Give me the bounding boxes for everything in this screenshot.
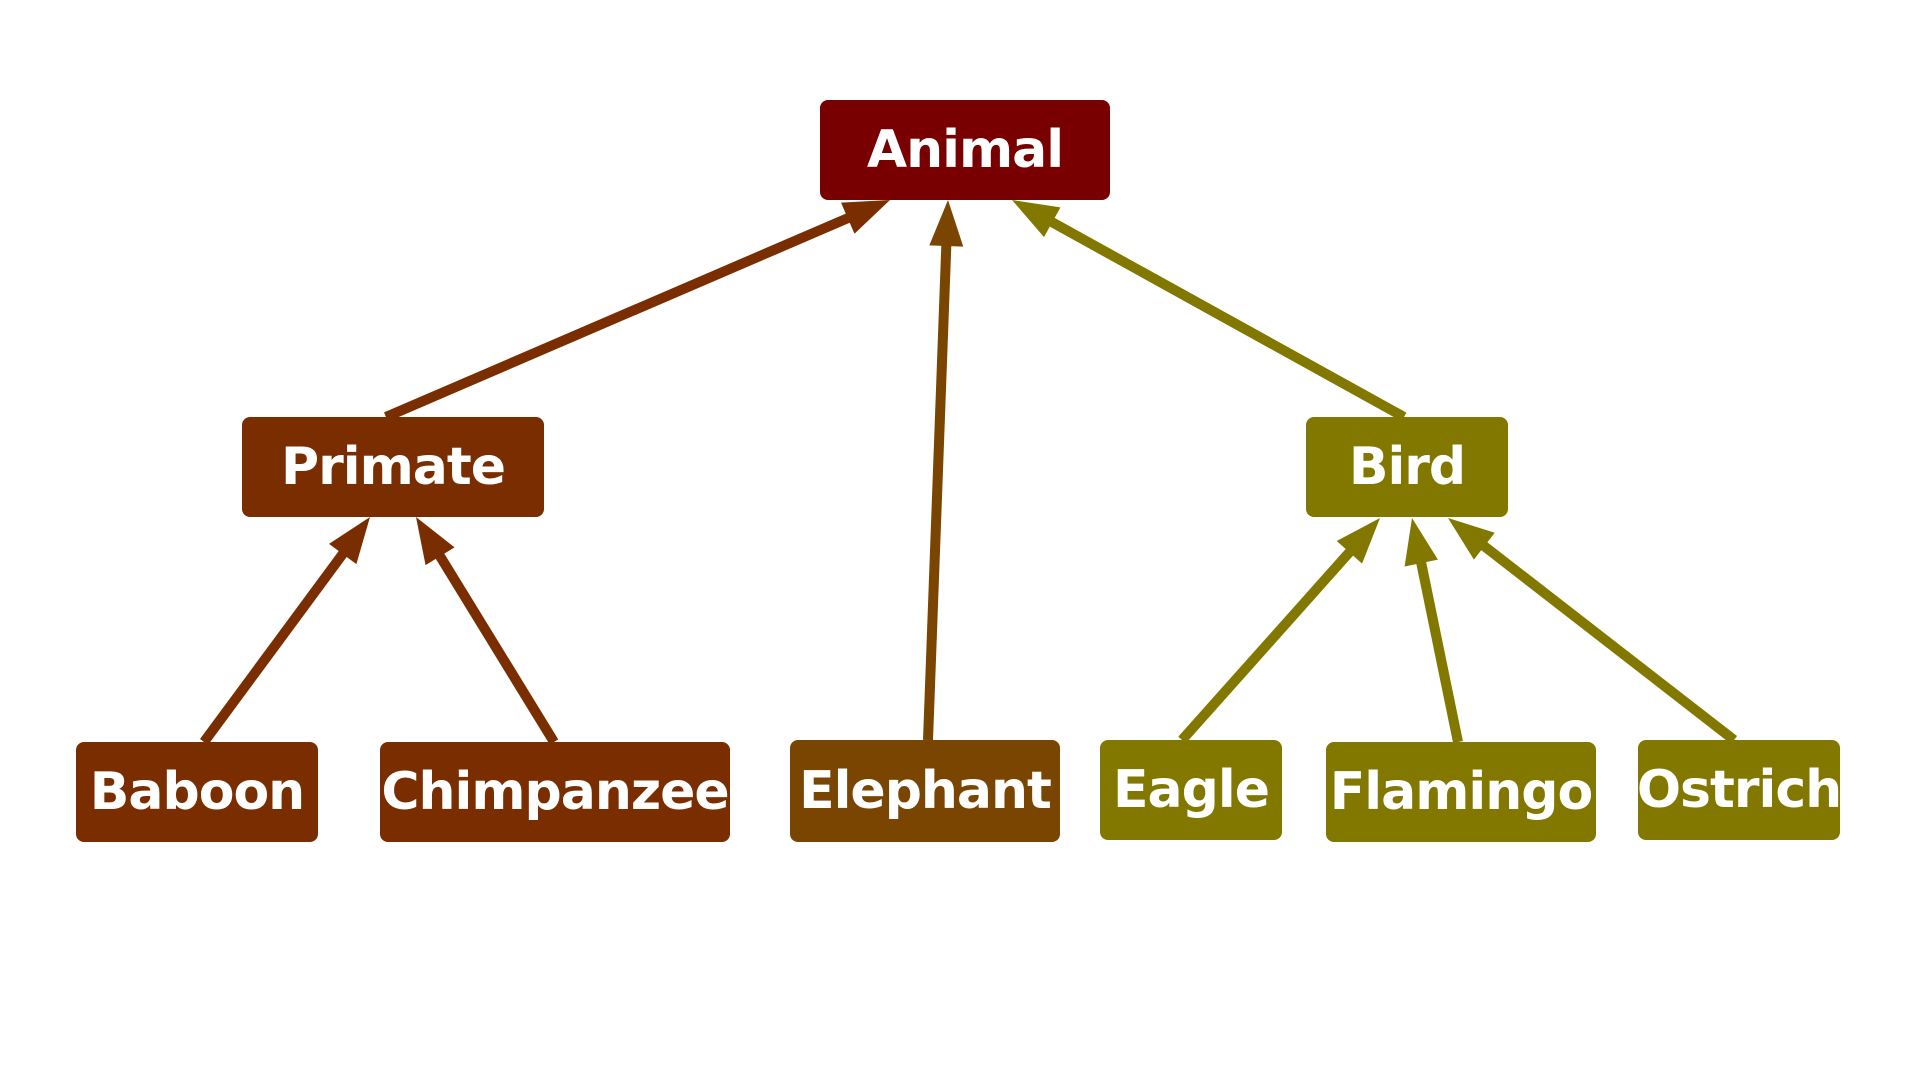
edge-line bbox=[923, 239, 952, 741]
edge-arrowhead bbox=[1404, 518, 1438, 567]
node-animal: Animal bbox=[820, 100, 1110, 200]
edge-bird-to-animal bbox=[1012, 200, 1407, 422]
node-chimpanzee: Chimpanzee bbox=[380, 742, 730, 842]
edge-line bbox=[384, 211, 856, 422]
edge-primate-to-animal bbox=[384, 200, 890, 422]
edge-arrowhead bbox=[329, 517, 370, 565]
edge-baboon-to-primate bbox=[199, 517, 370, 745]
node-baboon: Baboon bbox=[76, 742, 318, 842]
edge-line bbox=[1178, 544, 1358, 744]
node-eagle: Eagle bbox=[1100, 740, 1282, 840]
node-bird: Bird bbox=[1306, 417, 1508, 517]
edge-arrowhead bbox=[1012, 200, 1061, 238]
edge-arrowhead bbox=[416, 517, 455, 566]
edge-line bbox=[1476, 538, 1738, 744]
edge-arrowhead bbox=[1448, 518, 1495, 560]
edge-arrowhead bbox=[929, 200, 964, 247]
node-primate: Primate bbox=[242, 417, 544, 517]
edge-arrowhead bbox=[1336, 518, 1380, 564]
edge-line bbox=[199, 546, 351, 745]
edge-flamingo-to-bird bbox=[1404, 518, 1463, 744]
edge-line bbox=[1415, 556, 1463, 744]
edge-ostrich-to-bird bbox=[1448, 518, 1738, 744]
edge-arrowhead bbox=[841, 200, 890, 234]
edge-line bbox=[1044, 214, 1407, 422]
edge-line bbox=[432, 548, 559, 745]
edge-chimpanzee-to-primate bbox=[416, 517, 559, 745]
node-ostrich: Ostrich bbox=[1637, 740, 1842, 840]
edge-elephant-to-animal bbox=[923, 200, 964, 741]
node-flamingo: Flamingo bbox=[1326, 742, 1596, 842]
edge-eagle-to-bird bbox=[1178, 518, 1380, 744]
node-elephant: Elephant bbox=[790, 740, 1060, 842]
